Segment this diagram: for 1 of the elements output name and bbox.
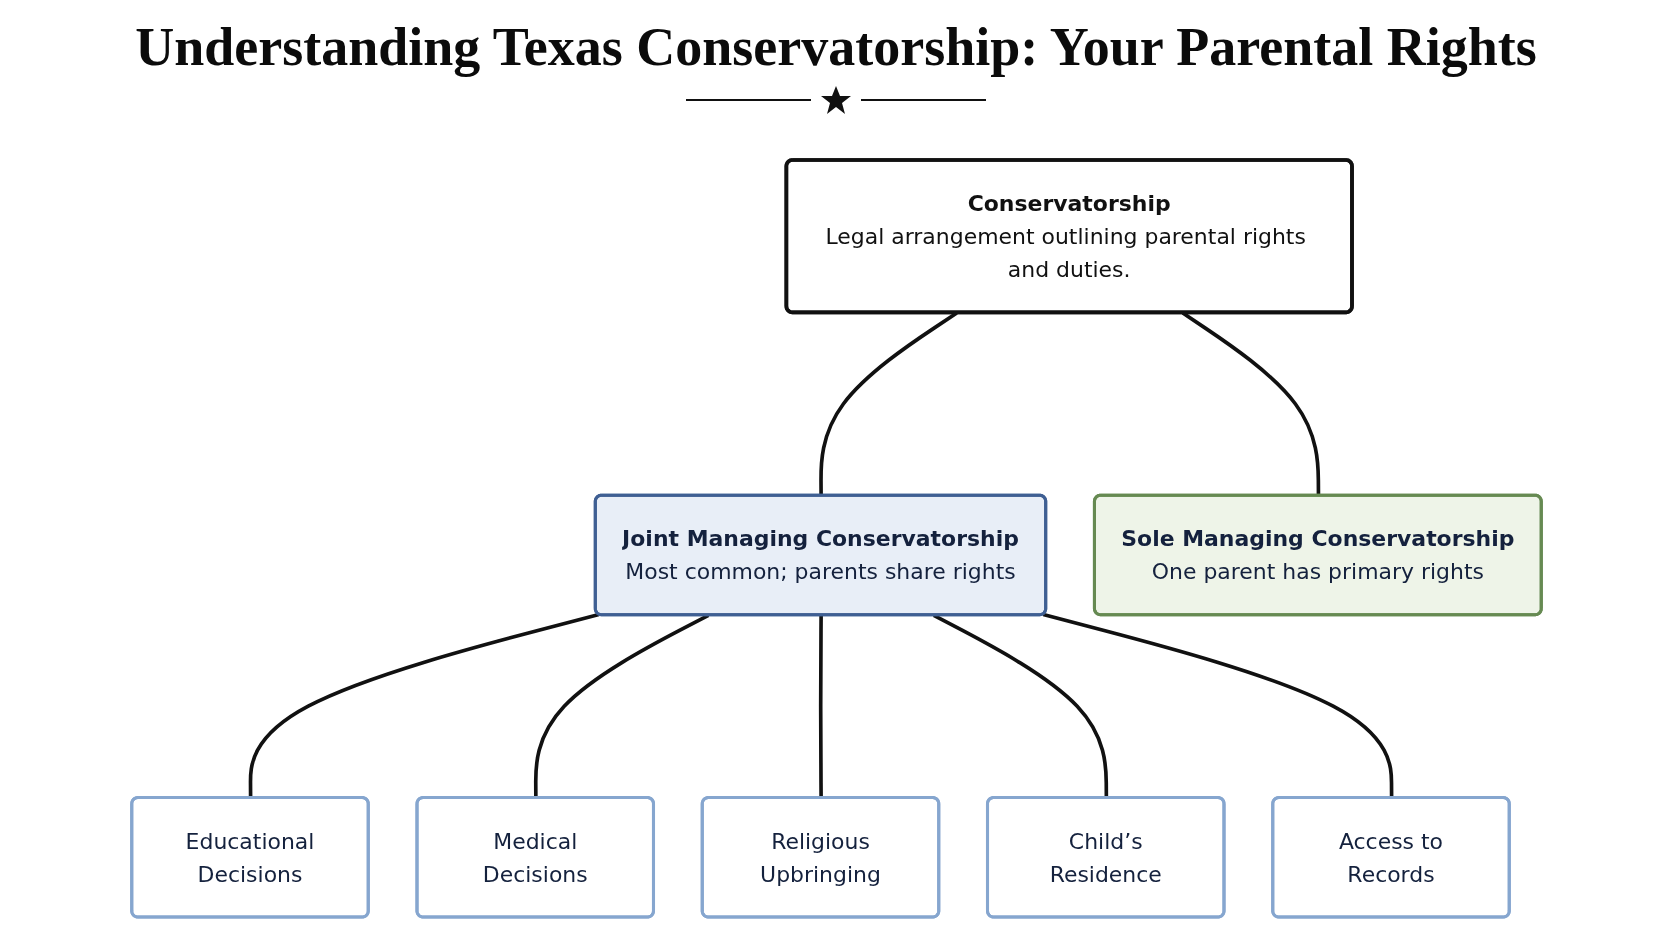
title: Understanding Texas Conservatorship: Your Parental Rights <box>135 18 1537 78</box>
